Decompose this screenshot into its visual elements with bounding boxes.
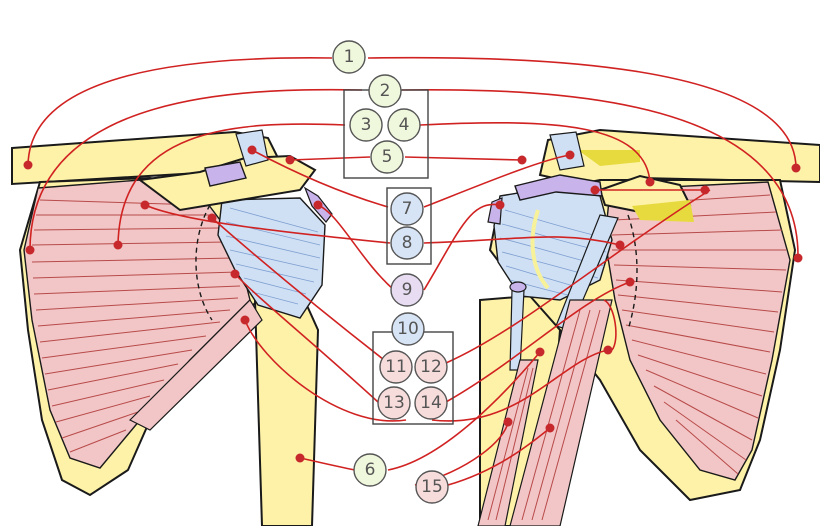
label-6: 6: [353, 453, 387, 487]
right-glenoid-outline: [627, 214, 638, 331]
label-10-text: 10: [397, 319, 419, 339]
right-subscapularis-fibers: [611, 194, 787, 475]
right-biceps-fibers: [487, 309, 601, 521]
label-3: 3: [349, 108, 383, 142]
label-group-box-7-8: [386, 187, 432, 265]
label-15: 15: [415, 470, 449, 504]
label-3-text: 3: [361, 115, 372, 135]
left-humeral-head: [217, 197, 326, 319]
label-11: 11: [379, 350, 413, 384]
label-1-text: 1: [344, 47, 355, 67]
label-11-text: 11: [385, 357, 407, 377]
label-9-text: 9: [402, 280, 413, 300]
left-humerus: [253, 288, 320, 526]
label-13-text: 13: [383, 393, 405, 413]
left-shoulder: [11, 129, 333, 526]
label-14: 14: [414, 386, 448, 420]
label-9: 9: [390, 273, 424, 307]
label-13: 13: [377, 386, 411, 420]
label-8: 8: [390, 226, 424, 260]
left-subacromial-bursa: [204, 161, 247, 187]
right-glenoid-cartilage: [530, 209, 550, 290]
left-teres-muscle: [128, 299, 263, 431]
left-infraspinatus-fibers: [31, 199, 241, 453]
leader-dots: [23, 145, 803, 463]
label-1: 1: [332, 40, 366, 74]
label-6-text: 6: [365, 460, 376, 480]
label-12-text: 12: [420, 357, 442, 377]
right-clavicle-joint: [578, 150, 640, 166]
right-shoulder: [477, 128, 820, 526]
label-2-text: 2: [380, 81, 391, 101]
label-7-text: 7: [402, 199, 413, 219]
label-15-text: 15: [421, 477, 443, 497]
right-coracoid-yellow: [632, 200, 694, 222]
right-subacromial-bursa: [514, 174, 603, 201]
label-8-text: 8: [402, 233, 413, 253]
number-labels: 1 2 3 4 5 6 7 8: [332, 40, 449, 504]
label-5-text: 5: [382, 147, 393, 167]
label-4: 4: [387, 108, 421, 142]
label-12: 12: [414, 350, 448, 384]
label-14-text: 14: [420, 393, 442, 413]
left-capsule-fibers: [225, 207, 321, 305]
left-glenoid-outline: [195, 204, 213, 321]
label-10: 10: [391, 312, 425, 346]
right-biceps-sheath: [509, 281, 527, 293]
label-7: 7: [390, 192, 424, 226]
label-2: 2: [368, 74, 402, 108]
label-5: 5: [370, 140, 404, 174]
label-4-text: 4: [399, 115, 410, 135]
leader-lines: [27, 56, 799, 486]
